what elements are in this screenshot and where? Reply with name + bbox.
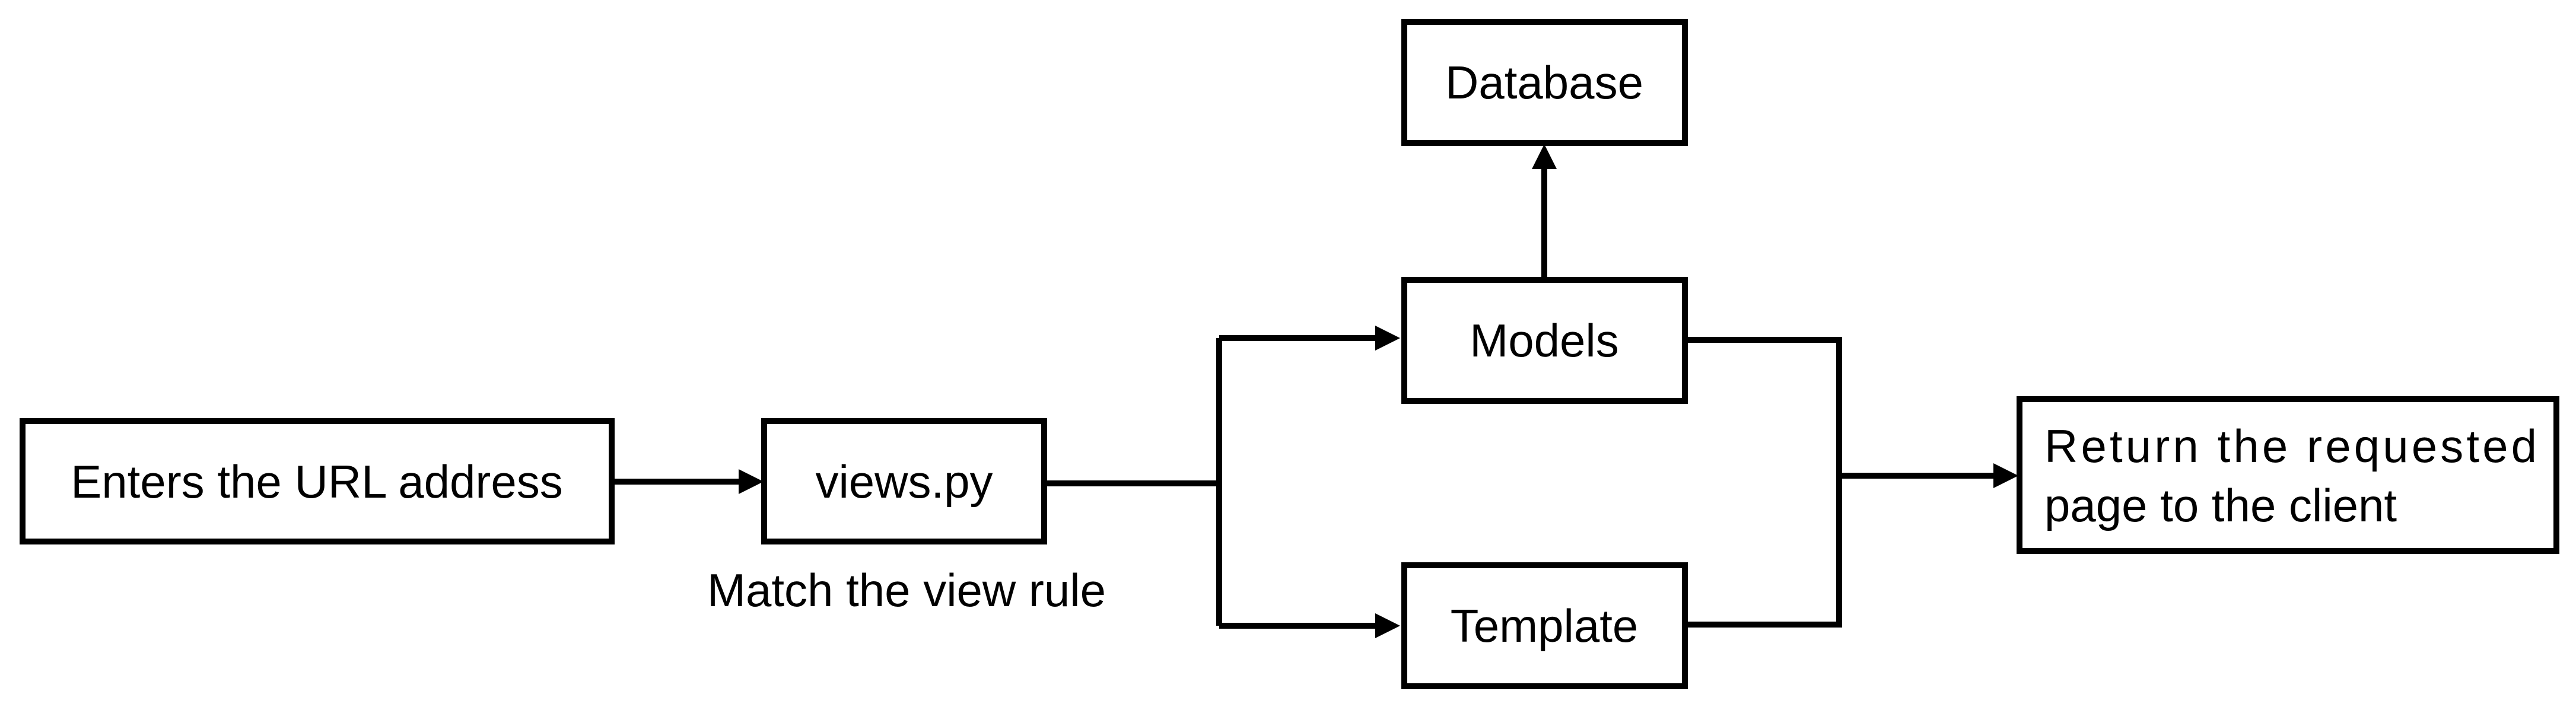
node-return-page: Return the requested page to the client [2017,396,2559,554]
node-enters-url: Enters the URL address [20,418,615,544]
arrowhead-models-to-database [1532,144,1557,169]
node-return-page-box [2017,396,2559,554]
node-database-box [1401,19,1688,146]
connector-models-to-merge [1688,337,1842,628]
node-views-py-label: views.py [815,456,993,508]
node-enters-url-box [20,418,615,544]
node-database: Database [1401,19,1688,146]
node-database-label: Database [1445,56,1643,109]
node-models-box [1401,277,1688,404]
arrowhead-branch-to-models [1375,326,1400,351]
node-models-label: Models [1470,314,1618,367]
node-views-py-box [761,418,1047,544]
node-views-py: views.py [761,418,1047,544]
node-return-page-label-line1: Return the requested [2044,420,2537,472]
arrowhead-branch-to-template [1375,613,1400,638]
node-template: Template [1401,562,1688,689]
node-return-page-label-line2: page to the client [2044,479,2397,531]
node-enters-url-label: Enters the URL address [71,456,563,508]
annotation-match-view-rule: Match the view rule [707,564,1106,616]
node-template-label: Template [1451,600,1639,652]
node-template-box [1401,562,1688,689]
arrowhead-url-to-views [739,469,764,494]
node-models: Models [1401,277,1688,404]
arrowhead-merge-to-return [1993,463,2018,488]
